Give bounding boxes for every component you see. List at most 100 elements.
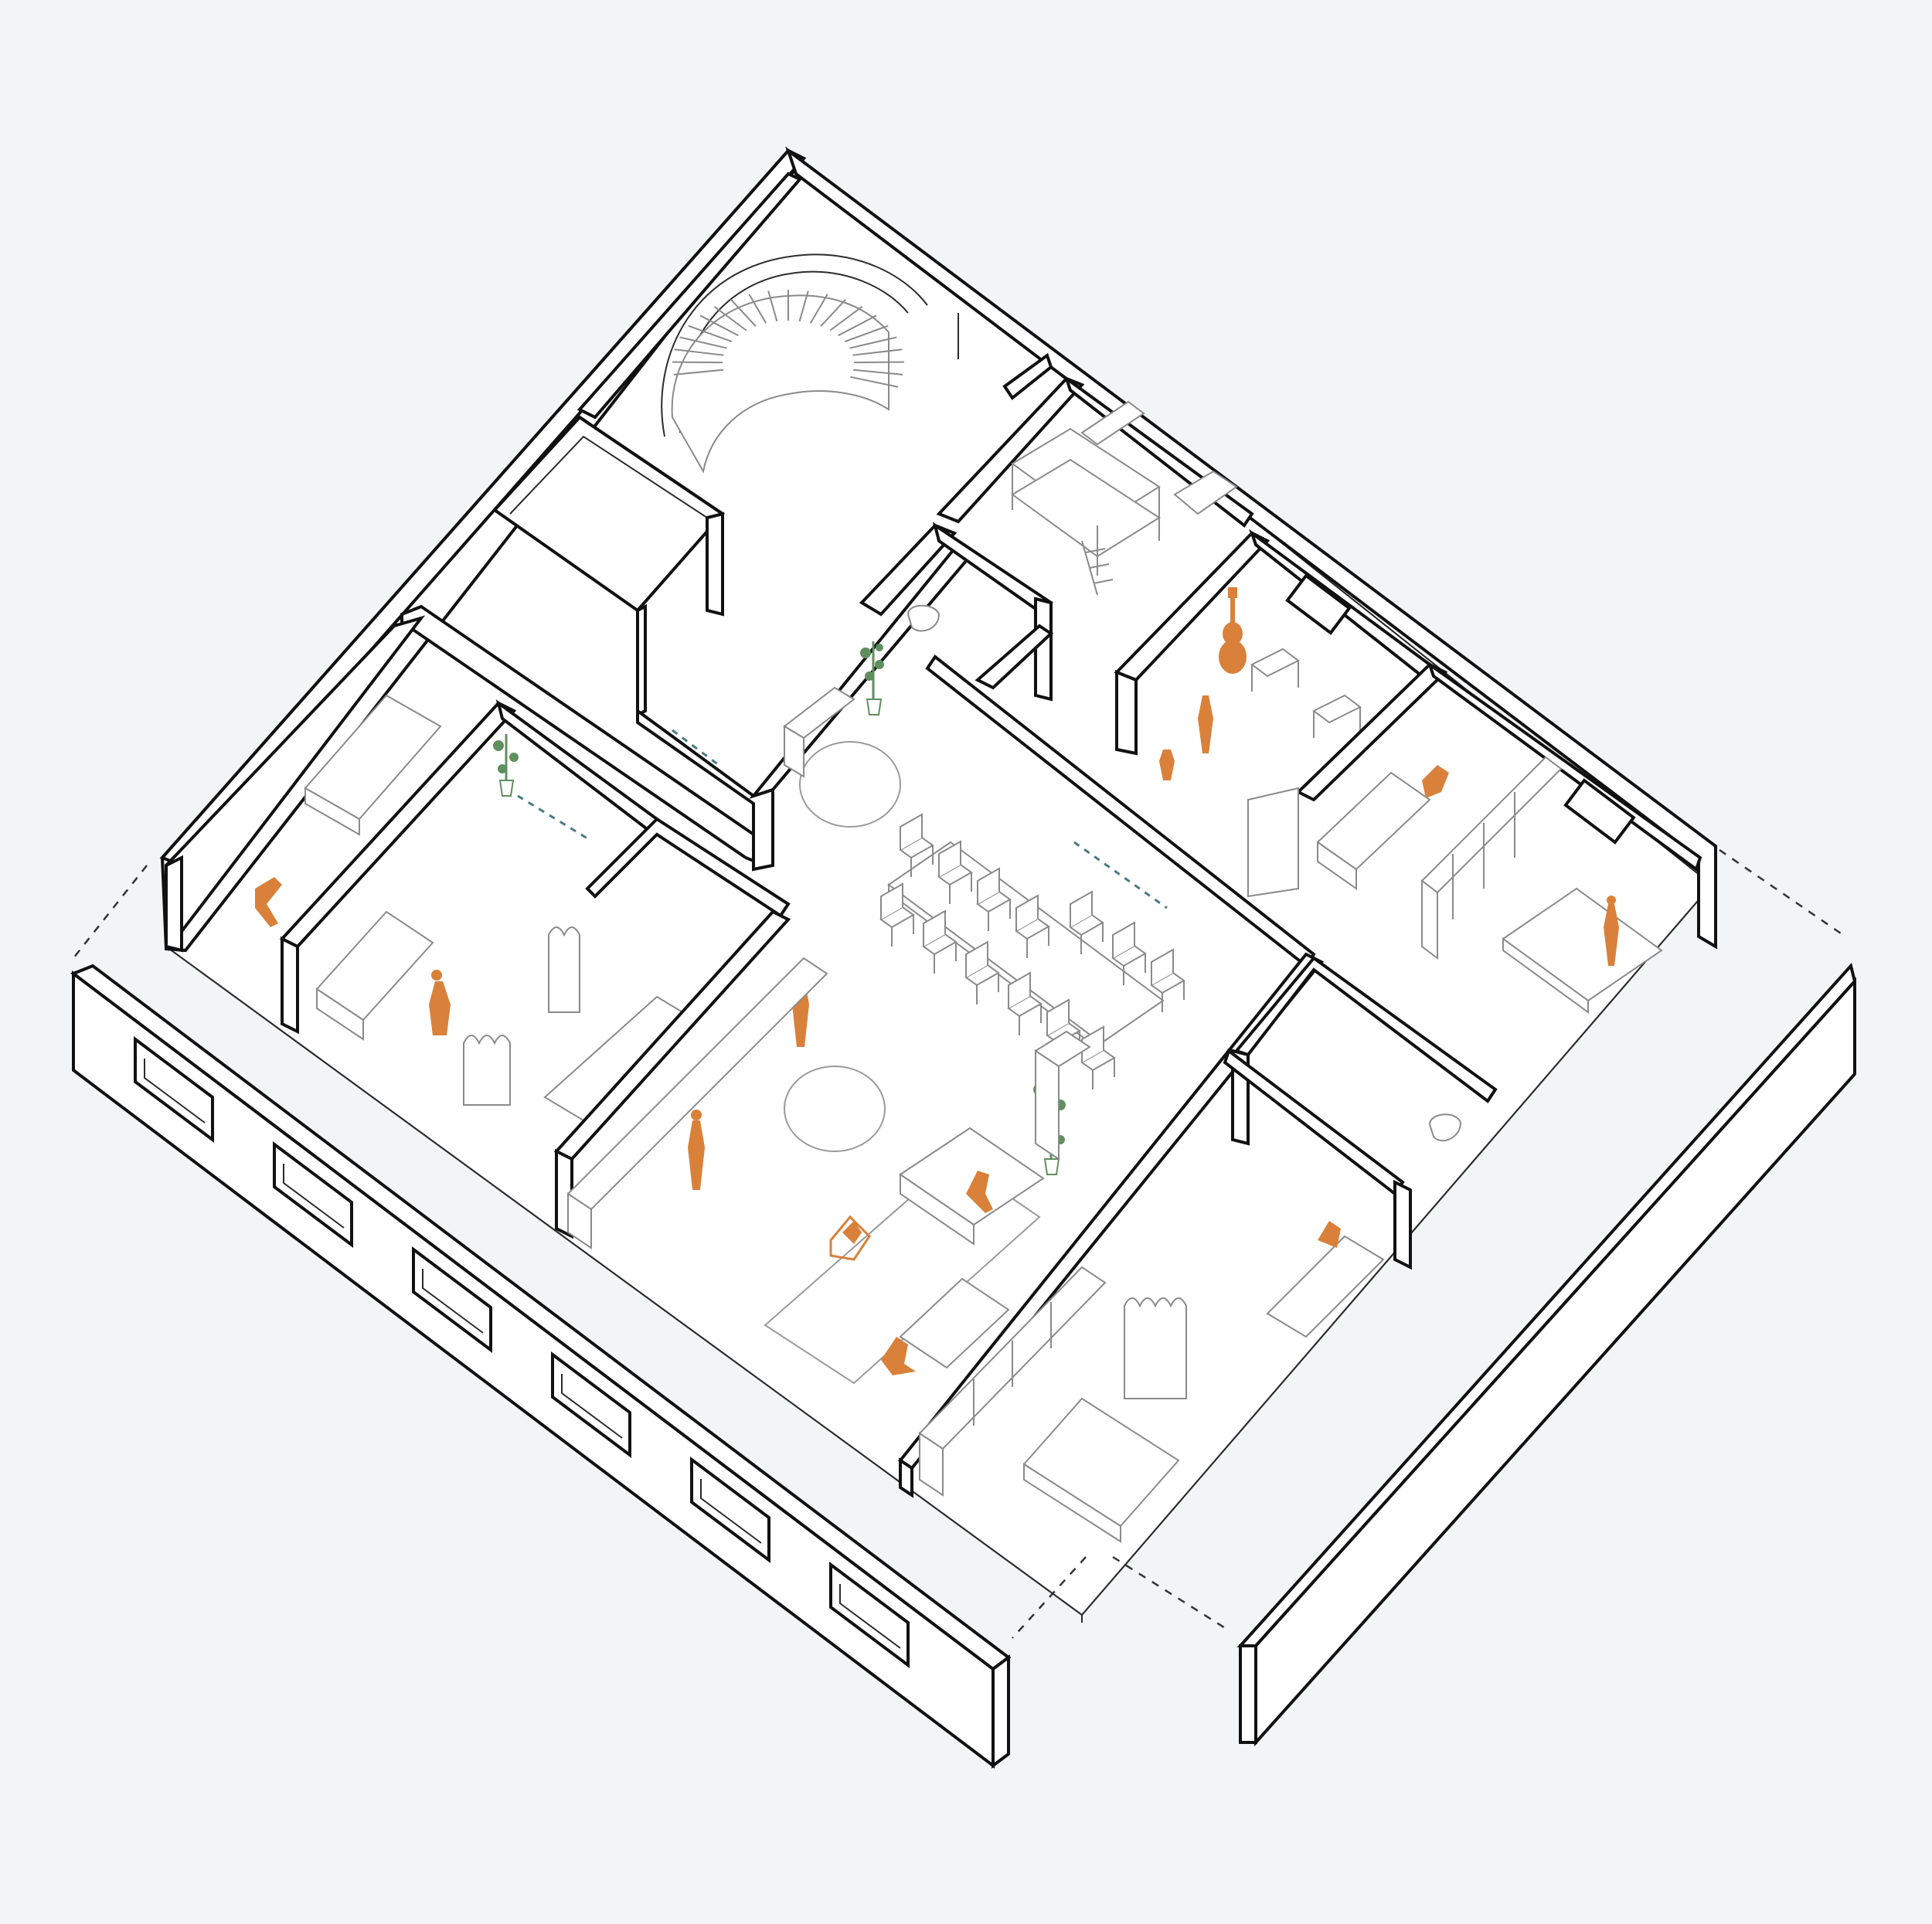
dining-chair [976,867,1012,931]
dining-chair [899,813,934,877]
bookshelf-b [918,1266,1107,1497]
double-bed-b [1022,1397,1180,1543]
music-room [1114,529,1432,780]
dining-chair [937,840,973,904]
reclining-person-icon [842,1221,862,1244]
sofa [1316,771,1431,890]
window-opening-icon [273,1141,353,1248]
bunk-bed [1011,427,1161,596]
stair-room-wall-left [577,172,803,420]
bathroom-wall-east-post [1034,597,1053,702]
stair-tread [852,348,903,356]
explode-guide-south-a [1012,1556,1087,1639]
toilet-icon [906,604,940,632]
dining-chair [1150,948,1185,1012]
tall-cabinet-b [1034,1030,1091,1161]
stair-tread [849,336,897,349]
tall-cabinet [1247,787,1299,898]
curtain-screen-b [548,926,580,1013]
single-bed [304,694,442,836]
dashed-guide-b [517,794,588,840]
armchair [315,910,434,1041]
detached-wall-southwest-end [992,1654,1010,1769]
stair-tread [672,361,723,364]
window-opening-icon [551,1351,631,1458]
bedroom-left-post [165,855,183,953]
guitar-icon [1219,587,1247,674]
bedroom-left [164,615,442,953]
window-opening-icon [134,1036,214,1143]
child-figure-icon [1159,750,1175,780]
curtain-screen [463,1035,511,1106]
dashed-guide [672,729,719,767]
plant-icon [860,641,884,716]
bunk-room [936,374,1254,596]
explode-guide-east [1719,848,1844,937]
window-opening-icon [412,1246,492,1353]
standing-person-head-icon-b [691,1110,702,1120]
dancing-person-icon [255,877,282,927]
bunk-room-wall-west [936,376,1085,524]
window-opening-icon [1285,573,1352,635]
detached-wall-southeast [1236,962,1857,1747]
desk-with-chair [1266,1235,1385,1338]
stair-tread [679,336,727,349]
chair-b [1312,694,1362,738]
stair-tread [829,305,863,331]
stair-tread [699,314,739,337]
dining-chairs [879,813,1185,1089]
stair-tread [820,298,847,327]
staircase-icon [671,290,904,474]
bathroom-wall-south [975,624,1054,690]
window-opening-icon [829,1562,910,1668]
stair-curved-wall [661,253,928,437]
explode-guide-south-b [1112,1555,1230,1632]
dining-chair [1069,890,1104,954]
window-opening-icon-b [1563,778,1636,845]
stair-tread [767,291,778,322]
seated-person-icon [1422,765,1449,798]
stair-tread [688,325,733,342]
stair-tread [674,348,724,356]
bottom-right-bedroom [918,956,1498,1543]
dining-chair [879,882,915,947]
dining-chair [1111,921,1147,985]
stair-tread [798,291,809,322]
round-rug [799,741,901,828]
storage-room [492,415,726,718]
west-room [279,699,791,1239]
area-rug [764,1157,1041,1385]
stair-tread [809,294,828,324]
seated-person-icon-d [1318,1221,1341,1248]
kitchen-island [566,957,828,1249]
toilet-icon-b [1428,1113,1462,1142]
plant-icon-b [493,734,519,797]
person-figure-icon-b [1604,904,1619,966]
dining-chair [964,940,1000,1004]
storage-room-inner-edge [509,435,708,518]
bedroom-b-post [1393,1179,1412,1270]
sofa-c [899,1277,1010,1369]
storage-room-post [706,512,724,617]
seated-person-icon-b [966,1171,993,1213]
stair-tread [844,325,889,342]
shelf-unit [783,686,855,778]
stair-room [577,172,1053,474]
violinist-head-icon [431,970,442,981]
chair [1250,648,1300,692]
stair-tread [673,369,724,376]
bathroom [859,522,1054,702]
person-head-icon [1201,706,1210,716]
standing-person-icon-b [688,1120,705,1190]
stair-tread [850,376,899,388]
seated-person-icon-c [881,1337,916,1375]
person-head-icon-b [1607,896,1616,905]
stair-tread [838,314,877,337]
storage-room-post-b [636,603,647,718]
bookshelf [1420,756,1563,960]
stair-tread [853,361,904,364]
curtain-screen-c [1124,1297,1187,1399]
stair-room-wall-right [1002,352,1053,400]
storage-room-back-walls [493,415,724,515]
